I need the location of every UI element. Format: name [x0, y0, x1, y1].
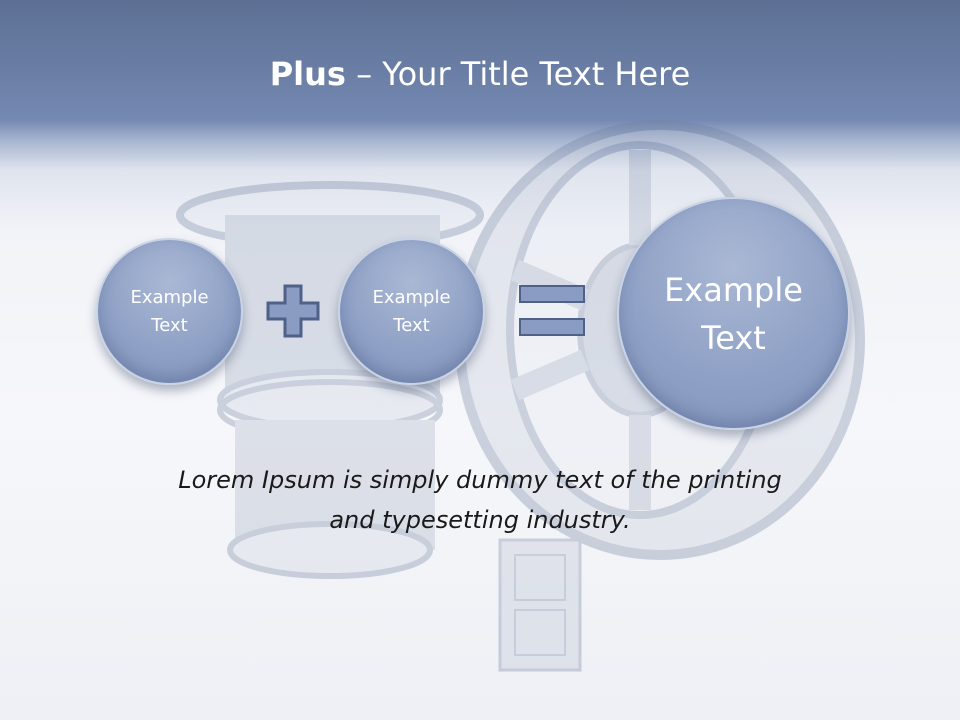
example-circle-2[interactable]: Example Text [338, 238, 485, 385]
circle-3-line-1: Example [664, 270, 803, 309]
circle-1-line-1: Example [130, 286, 209, 308]
example-circle-2-label: Example Text [372, 284, 450, 340]
example-circle-1-label: Example Text [130, 284, 208, 340]
plus-icon [266, 284, 320, 338]
slide-title: Plus – Your Title Text Here [0, 52, 960, 96]
circle-1-line-2: Text [151, 314, 188, 336]
equals-bar-bottom [519, 318, 585, 336]
title-bold-word: Plus [269, 55, 346, 93]
circle-2-line-1: Example [372, 286, 451, 308]
circle-2-line-2: Text [393, 314, 430, 336]
equals-bar-top [519, 285, 585, 303]
body-text: Lorem Ipsum is simply dummy text of the … [100, 460, 860, 540]
example-circle-result[interactable]: Example Text [617, 197, 850, 430]
body-text-line-2: and typesetting industry. [329, 506, 631, 534]
body-text-line-1: Lorem Ipsum is simply dummy text of the … [178, 466, 782, 494]
example-circle-1[interactable]: Example Text [96, 238, 243, 385]
example-circle-result-label: Example Text [664, 266, 803, 362]
circle-3-line-2: Text [701, 318, 766, 357]
title-text: – Your Title Text Here [345, 55, 691, 93]
